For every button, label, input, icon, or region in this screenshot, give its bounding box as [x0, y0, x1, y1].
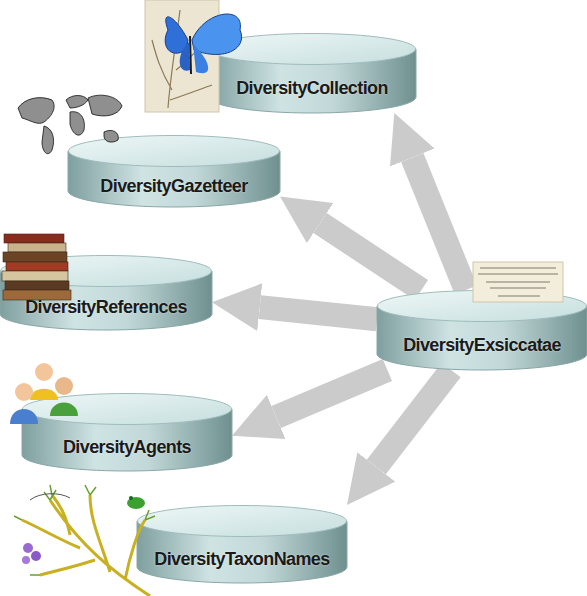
database-cylinder: DiversityReferences [0, 255, 212, 330]
cylinder-outline [137, 505, 347, 583]
cylinder-outline [68, 135, 280, 207]
database-cylinder: DiversityGazetteer [68, 135, 280, 207]
database-cylinder: DiversityCollection [208, 33, 416, 113]
cylinder-outline [22, 393, 232, 471]
phylogeny-illustration [14, 485, 155, 596]
database-name: DiversityExsiccatae [403, 335, 561, 356]
cylinder-outline [208, 33, 416, 113]
link-arrow [276, 370, 387, 417]
database-name: DiversityGazetteer [100, 176, 247, 197]
link-arrow [412, 158, 466, 290]
database-cylinder: DiversityExsiccatae [377, 290, 587, 370]
database-name: DiversityTaxonNames [154, 549, 329, 570]
cylinder-top [138, 506, 347, 537]
cylinder-top [209, 34, 416, 65]
database-cylinder: DiversityAgents [22, 393, 232, 471]
database-cylinder: DiversityTaxonNames [137, 505, 347, 583]
cylinder-top [1, 256, 212, 287]
cylinder-outline [0, 255, 212, 330]
cylinder-top [378, 291, 587, 322]
cylinder-top [23, 394, 232, 425]
database-name: DiversityAgents [63, 437, 191, 458]
cylinder-outline [377, 290, 587, 370]
link-arrow [260, 307, 377, 319]
database-name: DiversityCollection [236, 78, 388, 99]
cylinder-top [69, 136, 280, 167]
link-arrow [376, 370, 451, 467]
link-arrow [320, 223, 421, 290]
database-name: DiversityReferences [25, 297, 187, 318]
